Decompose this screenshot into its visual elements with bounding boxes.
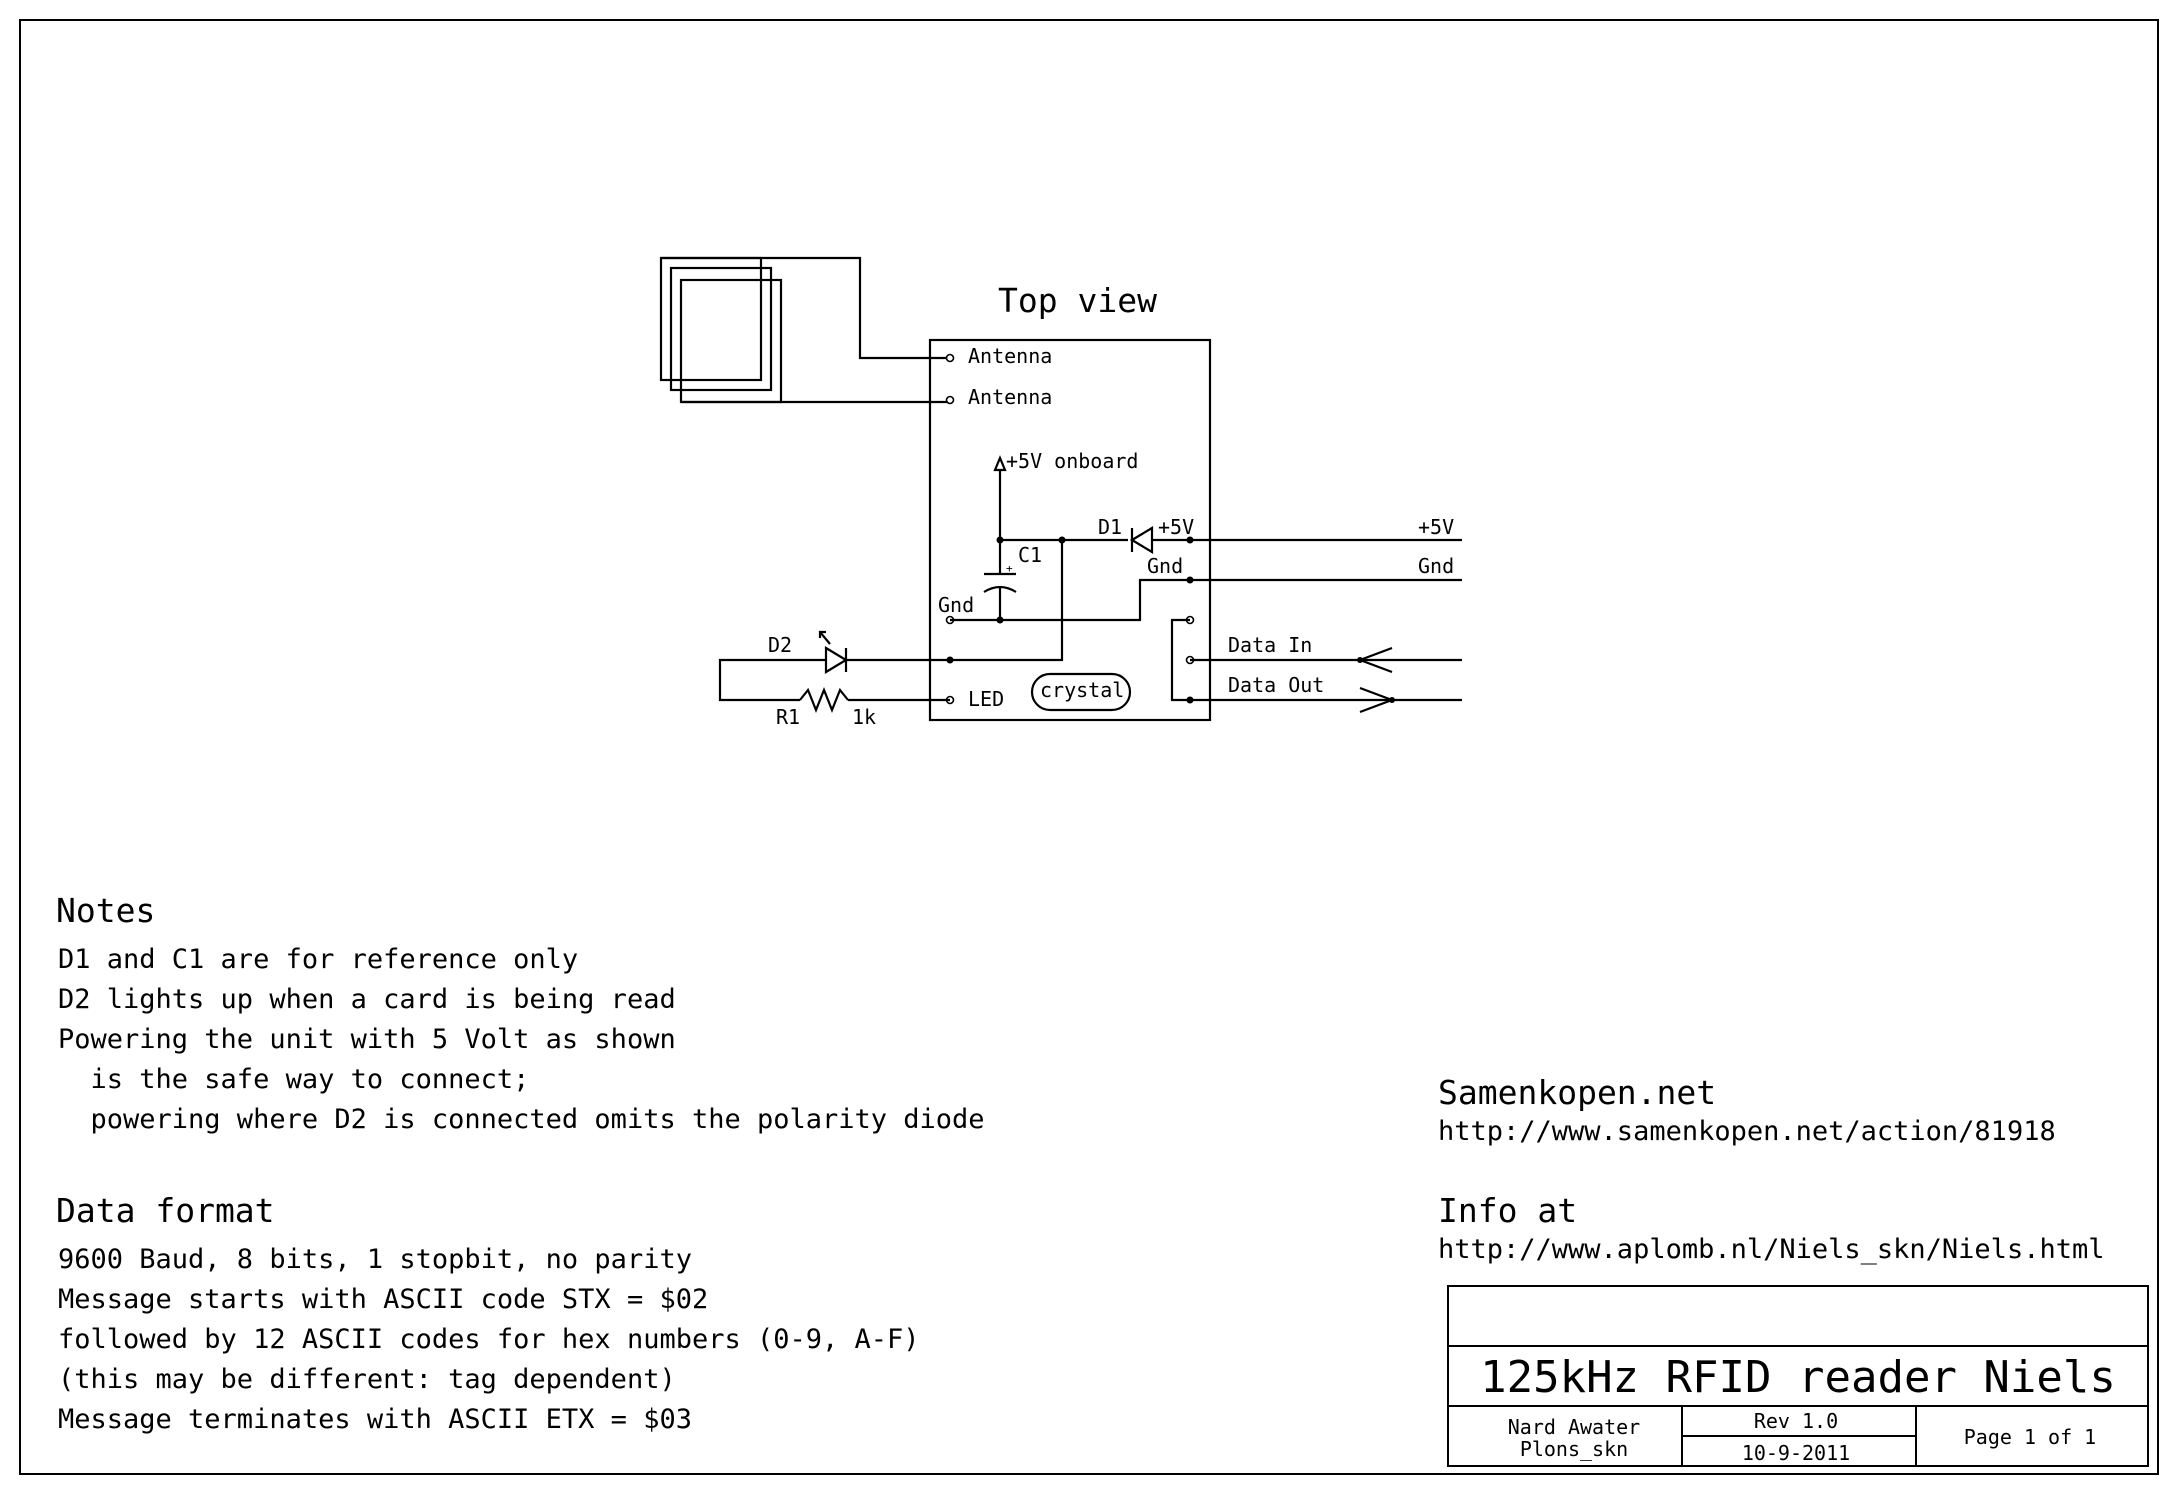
notes-line: powering where D2 is connected omits the… — [58, 1104, 985, 1135]
crystal-icon — [1030, 672, 1132, 712]
rfid-module-outline — [928, 338, 1212, 722]
internal-gnd-label: Gnd — [938, 593, 974, 617]
title-block-page: Page 1 of 1 — [1964, 1425, 2096, 1449]
data-out-arrow-icon — [1359, 686, 1396, 714]
antenna-lead-1 — [661, 256, 948, 360]
notes-heading: Notes — [56, 891, 155, 930]
supply-arrow-icon — [993, 455, 1007, 472]
d1-label: D1 — [1098, 515, 1122, 539]
data-format-line: followed by 12 ASCII codes for hex numbe… — [58, 1324, 920, 1355]
data-loopback-wire — [1170, 618, 1190, 702]
resistor-r1-icon — [799, 687, 849, 713]
diode-d1-icon — [1129, 526, 1190, 554]
title-block-date: 10-9-2011 — [1742, 1441, 1850, 1465]
notes-line: Powering the unit with 5 Volt as shown — [58, 1024, 676, 1055]
title-block — [1447, 1285, 2149, 1467]
pin-label-gnd: Gnd — [1147, 554, 1183, 578]
pin-label-plus5v: +5V — [1158, 515, 1194, 539]
data-format-line: Message terminates with ASCII ETX = $03 — [58, 1404, 692, 1435]
sheet-border — [19, 19, 2159, 1475]
title-block-revision: Rev 1.0 — [1754, 1409, 1838, 1433]
info-heading: Info at — [1438, 1191, 1577, 1230]
data-format-line: 9600 Baud, 8 bits, 1 stopbit, no parity — [58, 1244, 692, 1275]
info-url: http://www.aplomb.nl/Niels_skn/Niels.htm… — [1438, 1234, 2104, 1265]
samenkopen-heading: Samenkopen.net — [1438, 1073, 1716, 1112]
onboard-supply-label: +5V onboard — [1006, 449, 1138, 473]
notes-line: is the safe way to connect; — [58, 1064, 529, 1095]
title-block-title: 125kHz RFID reader Niels — [1480, 1352, 2116, 1403]
pin-label-antenna-1: Antenna — [968, 344, 1052, 368]
external-gnd-label: Gnd — [1418, 554, 1454, 578]
data-format-heading: Data format — [56, 1191, 275, 1230]
pin-label-data-out: Data Out — [1228, 673, 1324, 697]
pin-label-antenna-2: Antenna — [968, 385, 1052, 409]
r1-value-label: 1k — [852, 705, 876, 729]
antenna-coil-icon — [659, 256, 783, 404]
d2-label: D2 — [768, 633, 792, 657]
pin-label-data-in: Data In — [1228, 633, 1312, 657]
diagram-heading: Top view — [998, 281, 1157, 320]
svg-text:+: + — [1006, 562, 1013, 575]
data-in-arrow-icon — [1356, 646, 1393, 674]
pin-label-led: LED — [968, 687, 1004, 711]
title-block-author-1: Nard Awater — [1508, 1415, 1640, 1439]
data-format-line: Message starts with ASCII code STX = $02 — [58, 1284, 708, 1315]
c1-label: C1 — [1018, 543, 1042, 567]
external-plus5v-label: +5V — [1418, 515, 1454, 539]
r1-label: R1 — [776, 705, 800, 729]
data-format-line: (this may be different: tag dependent) — [58, 1364, 676, 1395]
title-block-author-2: Plons_skn — [1520, 1437, 1628, 1461]
notes-line: D1 and C1 are for reference only — [58, 944, 578, 975]
notes-line: D2 lights up when a card is being read — [58, 984, 676, 1015]
samenkopen-url: http://www.samenkopen.net/action/81918 — [1438, 1116, 2056, 1147]
crystal-label: crystal — [1040, 678, 1124, 702]
led-d2-icon — [818, 630, 849, 674]
